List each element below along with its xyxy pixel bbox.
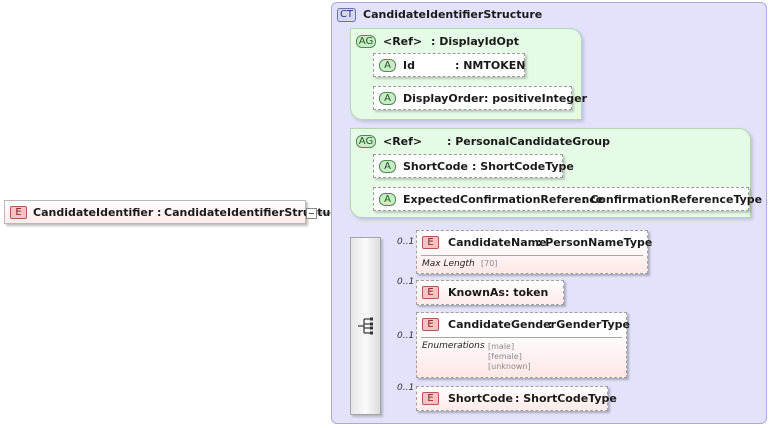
facet-label: Enumerations [422,341,485,351]
sequence-icon [358,317,373,335]
element-type: : PersonNameType [537,236,653,249]
attribute-group-type: : PersonalCandidateGroup [447,135,611,148]
attribute-badge: A [379,92,396,105]
attribute-expected-confirmation-reference[interactable]: A ExpectedConfirmationReference : Confir… [373,187,762,211]
attribute-group-ref: <Ref> [383,35,423,48]
element-name: CandidateGender [448,318,557,331]
attribute-group-badge: AG [356,135,376,148]
attribute-type: : NMTOKEN [455,59,526,72]
element-badge: E [422,286,439,299]
element-candidate-name[interactable]: E CandidateName : PersonNameType Max Len… [416,230,652,274]
facet-separator [421,255,643,256]
attribute-name: Id [403,59,415,72]
element-name: ShortCode [448,392,513,405]
facet-value: [unknown] [488,362,531,371]
element-badge: E [422,392,439,405]
element-type: : token [505,286,549,299]
element-badge: E [422,236,439,249]
facet-label: Max Length [422,259,475,269]
complex-type-name: CandidateIdentifierStructure [363,8,543,21]
attribute-type: : ShortCodeType [472,160,574,173]
attribute-type: : ConfirmationReferenceType [582,193,763,206]
element-type: : GenderType [548,318,631,331]
facet-separator [421,337,622,338]
root-element-type: CandidateIdentifierStructure [164,206,344,219]
occurrence-label: 0..1 [397,331,415,341]
element-type: : ShortCodeType [515,392,617,405]
attribute-display-order[interactable]: A DisplayOrder : positiveInteger [373,86,587,110]
attribute-badge: A [379,160,396,173]
element-name: KnownAs [448,286,505,299]
attribute-group-type: : DisplayIdOpt [431,35,520,48]
element-candidate-gender[interactable]: E CandidateGender : GenderType Enumerati… [416,312,631,378]
attribute-name: DisplayOrder [403,92,484,105]
sequence-compositor[interactable] [350,237,381,415]
attribute-name: ExpectedConfirmationReference [403,193,604,206]
element-known-as[interactable]: E KnownAs : token [416,280,564,305]
element-name: CandidateName [448,236,547,249]
element-short-code[interactable]: E ShortCode : ShortCodeType [416,386,617,411]
facet-value: [70] [481,259,498,268]
attribute-name: ShortCode [403,160,468,173]
root-element-name: CandidateIdentifier [33,206,154,219]
occurrence-label: 0..1 [397,237,415,247]
element-badge: E [10,206,27,219]
attribute-badge: A [379,193,396,206]
occurrence-label: 0..1 [397,277,415,287]
facet-value: [female] [488,352,522,361]
element-badge: E [422,318,439,331]
root-element-box[interactable]: E CandidateIdentifier : CandidateIdentif… [4,200,343,224]
collapse-toggle[interactable] [306,208,317,219]
attribute-id[interactable]: A Id : NMTOKEN [373,53,525,77]
attribute-badge: A [379,59,396,72]
attribute-short-code[interactable]: A ShortCode : ShortCodeType [373,154,574,178]
attribute-group-ref: <Ref> [383,135,423,148]
facet-value: [male] [488,342,515,351]
attribute-group-badge: AG [356,35,376,48]
root-element-type-sep: : [157,206,162,219]
occurrence-label: 0..1 [397,383,415,393]
complex-type-badge: CT [337,8,356,22]
attribute-type: : positiveInteger [484,92,588,105]
